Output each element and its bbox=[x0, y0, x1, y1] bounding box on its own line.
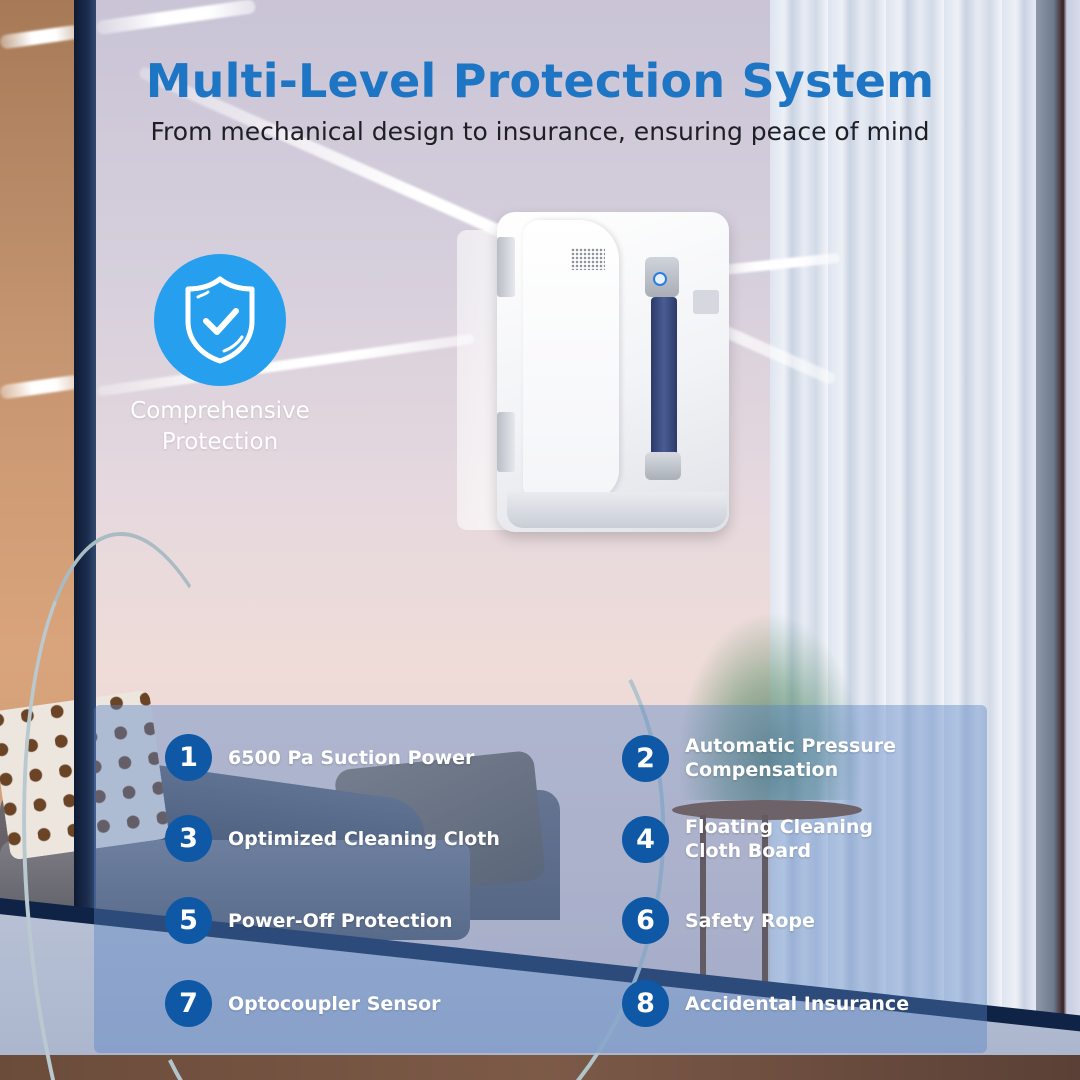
device-clip bbox=[497, 237, 515, 297]
feature-number-badge: 7 bbox=[165, 980, 212, 1027]
feature-item-1: 1 6500 Pa Suction Power bbox=[165, 734, 474, 781]
status-display bbox=[693, 290, 719, 314]
device-clip bbox=[497, 412, 515, 472]
side-table bbox=[672, 800, 862, 820]
feature-label: Safety Rope bbox=[685, 909, 815, 932]
feature-label: 6500 Pa Suction Power bbox=[228, 746, 475, 769]
power-button-icon bbox=[653, 272, 667, 286]
feature-label: Optocoupler Sensor bbox=[228, 992, 441, 1015]
curtain bbox=[770, 0, 1040, 1080]
handle-strap bbox=[651, 297, 677, 457]
product-image bbox=[457, 212, 729, 542]
feature-item-8: 8 Accidental Insurance bbox=[622, 980, 909, 1027]
window-frame-right bbox=[1036, 0, 1080, 1080]
handle-base bbox=[645, 452, 681, 480]
feature-label: Accidental Insurance bbox=[685, 992, 910, 1015]
feature-number-badge: 2 bbox=[622, 734, 669, 782]
feature-label: Optimized Cleaning Cloth bbox=[228, 827, 500, 850]
feature-label: Power-Off Protection bbox=[228, 909, 453, 932]
page-subtitle: From mechanical design to insurance, ens… bbox=[150, 117, 930, 146]
feature-item-6: 6 Safety Rope bbox=[622, 897, 815, 944]
device-bottom-edge bbox=[507, 492, 727, 528]
floor bbox=[0, 1055, 1080, 1080]
page-title: Multi-Level Protection System bbox=[145, 54, 935, 108]
feature-item-7: 7 Optocoupler Sensor bbox=[165, 980, 441, 1027]
features-panel bbox=[94, 705, 987, 1053]
protection-badge bbox=[154, 254, 286, 386]
plant bbox=[670, 600, 870, 800]
feature-number-badge: 3 bbox=[165, 815, 212, 862]
feature-number-badge: 1 bbox=[165, 734, 212, 781]
side-table-leg bbox=[762, 815, 768, 1045]
speaker-grille bbox=[571, 248, 605, 270]
feature-item-3: 3 Optimized Cleaning Cloth bbox=[165, 815, 500, 862]
badge-label: Comprehensive Protection bbox=[130, 398, 310, 455]
feature-number-badge: 8 bbox=[622, 980, 669, 1027]
shield-check-icon bbox=[185, 276, 255, 364]
window-frame-left bbox=[74, 0, 96, 1080]
feature-number-badge: 4 bbox=[622, 815, 669, 863]
side-table-leg bbox=[700, 815, 706, 1045]
feature-number-badge: 5 bbox=[165, 897, 212, 944]
feature-number-badge: 6 bbox=[622, 897, 669, 944]
feature-item-5: 5 Power-Off Protection bbox=[165, 897, 453, 944]
